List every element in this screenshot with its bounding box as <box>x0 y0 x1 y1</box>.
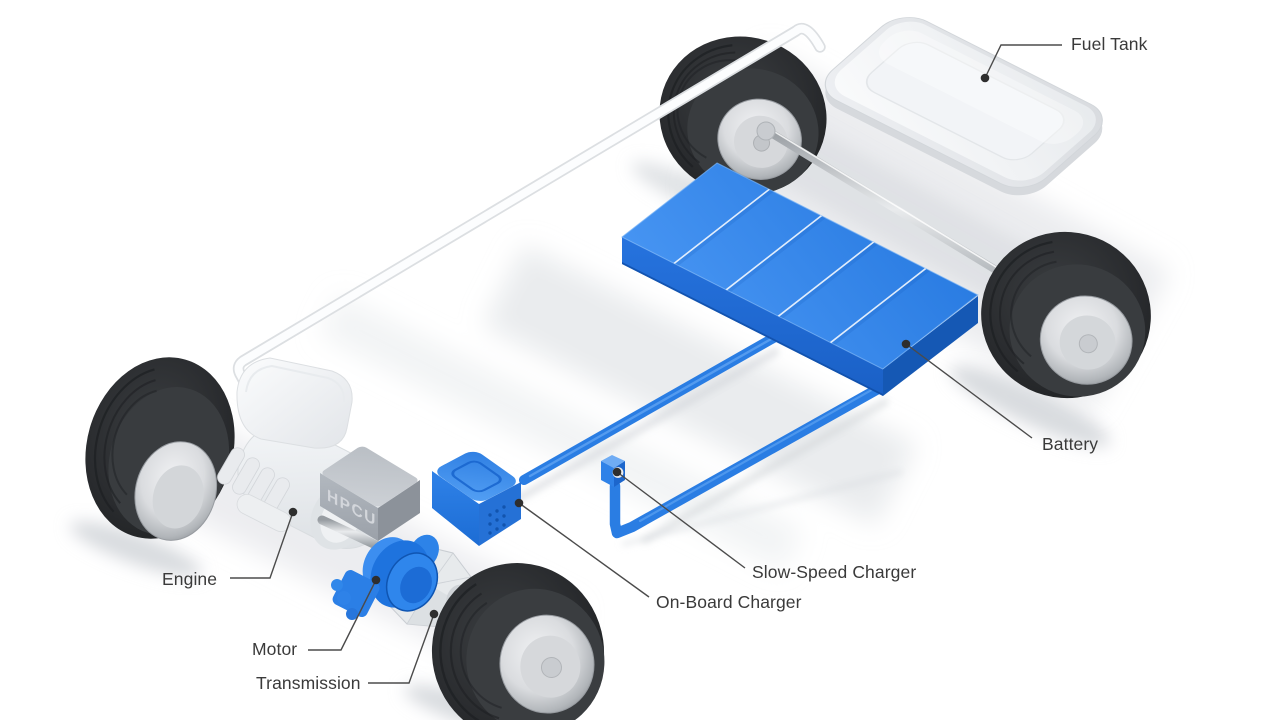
battery-3d <box>620 162 979 396</box>
exhaust-runners <box>217 447 292 533</box>
battery-label: Battery <box>1042 434 1099 454</box>
engine-label: Engine <box>162 569 218 589</box>
wheel-front-right <box>431 563 605 720</box>
leader-lines <box>230 44 1062 684</box>
charger-vent-dots <box>488 505 506 535</box>
wheel-rear-right <box>981 231 1151 399</box>
wheel-front-left <box>85 357 235 541</box>
chassis-frame-tube <box>232 22 826 402</box>
motor-leader <box>308 575 381 651</box>
transmission-label: Transmission <box>256 673 361 693</box>
on-board-charger-3d <box>432 451 521 546</box>
on-board-charger-label: On-Board Charger <box>656 592 802 612</box>
fuel-tank-leader <box>980 44 1062 83</box>
battery-leader <box>901 339 1033 439</box>
on-board-charger-leader <box>514 498 650 598</box>
engine-leader <box>230 507 298 579</box>
cable-onboard-to-battery <box>519 319 803 485</box>
hpcu-box-3d <box>320 446 420 541</box>
fuel-tank-label: Fuel Tank <box>1071 34 1148 54</box>
motor-input-shaft <box>317 515 383 551</box>
transmission-leader <box>368 609 439 684</box>
slow-speed-charger-3d <box>601 455 625 487</box>
slow-speed-charger-label: Slow-Speed Charger <box>752 562 917 582</box>
motor-label: Motor <box>252 639 298 659</box>
slow-speed-charger-leader <box>612 467 746 569</box>
fuel-tank-3d <box>824 17 1103 196</box>
